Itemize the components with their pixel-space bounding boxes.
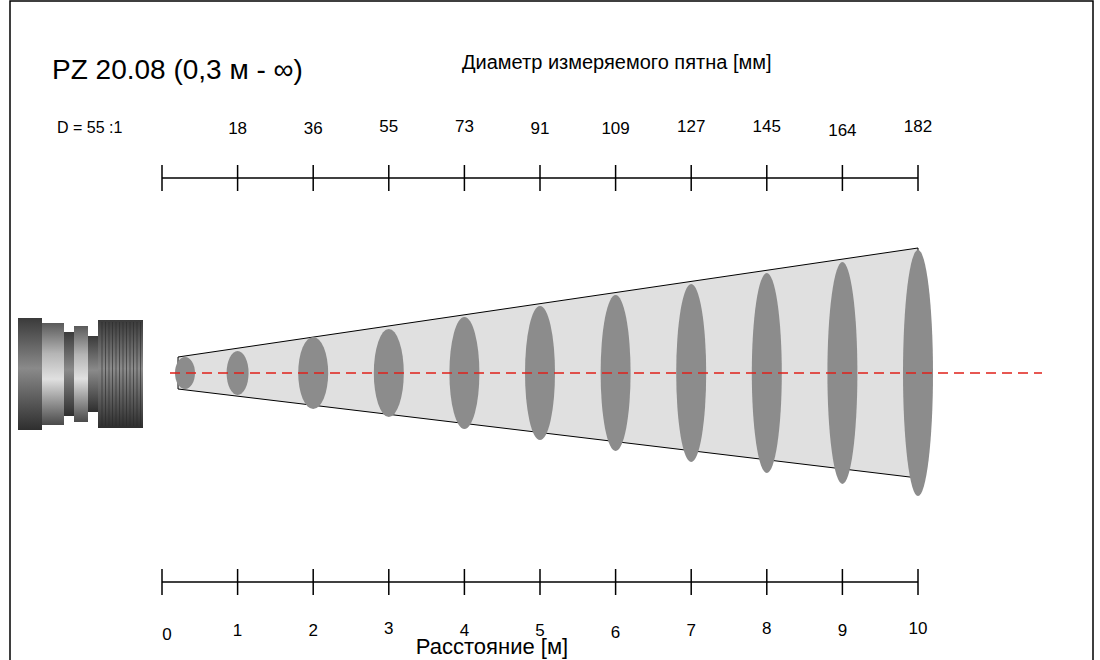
- distance-value: 0: [162, 626, 171, 643]
- spot-diameter: 145: [753, 118, 781, 135]
- spot-diameter: 182: [904, 118, 932, 135]
- spot-diameter: 36: [304, 120, 323, 137]
- distance-value: 2: [308, 622, 317, 639]
- spot-diameter: 91: [531, 120, 550, 137]
- sensor-head: [18, 318, 143, 430]
- spot-scale: [162, 165, 918, 191]
- distance-value: 3: [384, 620, 393, 637]
- spot-diameter: 127: [677, 118, 705, 135]
- optical-axis: [170, 372, 1042, 374]
- spot-diameter: 109: [601, 120, 629, 137]
- ratio-label: D = 55 :1: [57, 120, 122, 136]
- distance-value: 9: [838, 622, 847, 639]
- spot-diameter: 18: [228, 120, 247, 137]
- spot-diameter: 73: [455, 118, 474, 135]
- distance-value: 6: [611, 624, 620, 641]
- distance-value: 10: [909, 620, 928, 637]
- distance-scale: [162, 569, 918, 595]
- distance-value: 7: [686, 622, 695, 639]
- axis-title: Расстояние [м]: [416, 636, 568, 658]
- spot-diameter: 164: [828, 122, 856, 139]
- distance-value: 1: [233, 622, 242, 639]
- measuring-cone: [178, 248, 918, 478]
- distance-value: 8: [762, 620, 771, 637]
- frame: [10, 1, 1093, 660]
- title: PZ 20.08 (0,3 м - ∞): [52, 56, 303, 84]
- axis-title: Диаметр измеряемого пятна [мм]: [462, 52, 772, 72]
- spot-diameter: 55: [379, 118, 398, 135]
